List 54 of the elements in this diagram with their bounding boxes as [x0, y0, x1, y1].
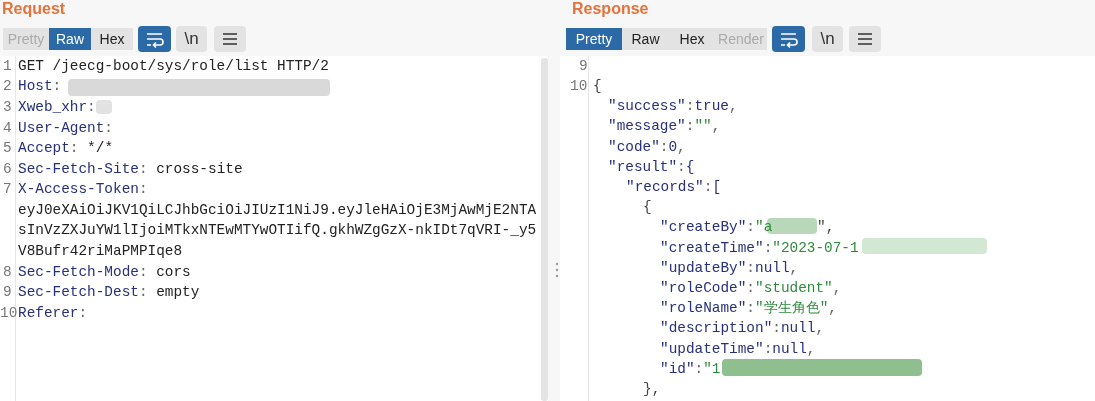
line-number: 10	[0, 303, 18, 323]
json-line: },	[643, 379, 661, 399]
panel-heading: Response	[572, 0, 649, 18]
json-line: "roleCode":"student",	[660, 278, 842, 298]
view-tab: Raw	[49, 28, 91, 50]
json-line: ",	[817, 218, 835, 238]
newline-toggle-button: \n	[176, 26, 207, 52]
line-number: 7	[3, 180, 12, 200]
request-line: Host:	[18, 77, 62, 97]
view-tab: Pretty	[3, 28, 49, 50]
line-number: 3	[3, 97, 12, 117]
view-tab: Pretty	[566, 28, 622, 50]
line-number: 10	[570, 76, 588, 96]
json-line: "records":[	[626, 177, 721, 197]
request-line: Referer:	[18, 303, 88, 323]
json-line: "createBy":"a	[660, 218, 773, 238]
request-line: User-Agent:	[18, 118, 113, 138]
newline-toggle-button: \n	[812, 26, 843, 52]
json-line: "success":true,	[608, 97, 738, 117]
view-tab: Raw	[622, 28, 669, 50]
line-number: 1	[3, 56, 12, 76]
view-tab: Hex	[669, 28, 715, 50]
request-line: Sec-Fetch-Mode: cors	[18, 262, 191, 282]
json-line: "id":"1	[660, 359, 721, 379]
blurred-region	[862, 238, 987, 254]
request-line: Sec-Fetch-Dest: empty	[18, 283, 200, 303]
view-tab: Render	[715, 28, 767, 50]
json-line: "result":{	[608, 157, 695, 177]
request-line: X-Access-Token:	[18, 180, 148, 200]
json-line: "description":null,	[660, 319, 825, 339]
request-line: Accept: */*	[18, 139, 113, 159]
line-number: 6	[3, 159, 12, 179]
json-line: {	[643, 198, 652, 218]
request-line: Xweb_xhr:	[18, 97, 96, 117]
json-line: {	[593, 76, 602, 96]
blurred-region	[96, 100, 112, 114]
line-number: 5	[3, 139, 12, 159]
json-line: "code":0,	[608, 137, 686, 157]
json-line: "updateBy":null,	[660, 258, 799, 278]
request-line: Sec-Fetch-Site: cross-site	[18, 159, 243, 179]
json-line: "roleName":"学生角色",	[660, 299, 837, 319]
blurred-region	[722, 359, 922, 376]
panel-heading: Request	[2, 0, 66, 18]
line-number: 8	[3, 262, 12, 282]
json-line: "updateTime":null,	[660, 339, 816, 359]
blurred-region	[68, 79, 330, 96]
line-number: 9	[3, 283, 12, 303]
request-line: GET /jeecg-boot/sys/role/list HTTP/2	[18, 56, 329, 76]
line-number: 2	[3, 77, 12, 97]
line-number: 4	[3, 118, 12, 138]
json-line: "message":"",	[608, 117, 721, 137]
view-tab: Hex	[91, 28, 133, 50]
line-number: 9	[579, 56, 588, 76]
json-line: "createTime":"2023-07-1	[660, 238, 859, 258]
